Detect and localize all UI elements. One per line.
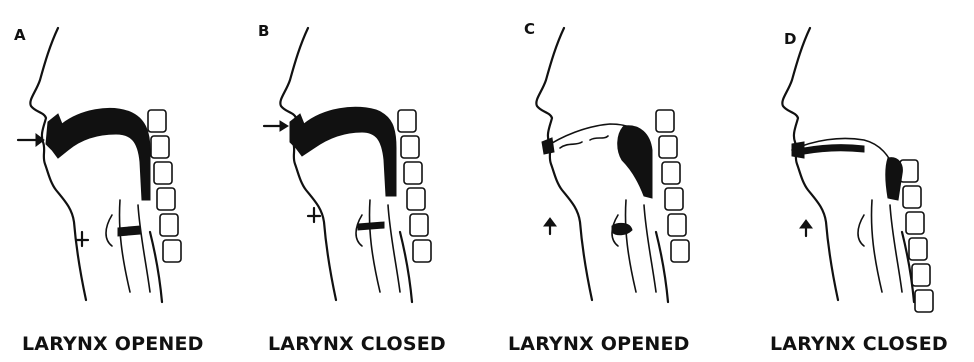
panel-d-drawing [782,28,933,312]
caption-panel-d: LARYNX CLOSED [770,333,948,355]
caption-panel-b: LARYNX CLOSED [268,333,446,355]
panel-letter-d: D [784,30,796,48]
caption-panel-c: LARYNX OPENED [508,333,690,355]
caption-panel-a: LARYNX OPENED [22,333,204,355]
panel-b-drawing [264,28,431,302]
panel-letter-a: A [14,26,26,44]
panel-c-drawing [536,28,689,302]
panel-letter-b: B [258,22,269,40]
panel-a-drawing [18,28,181,302]
panel-letter-c: C [524,20,535,38]
